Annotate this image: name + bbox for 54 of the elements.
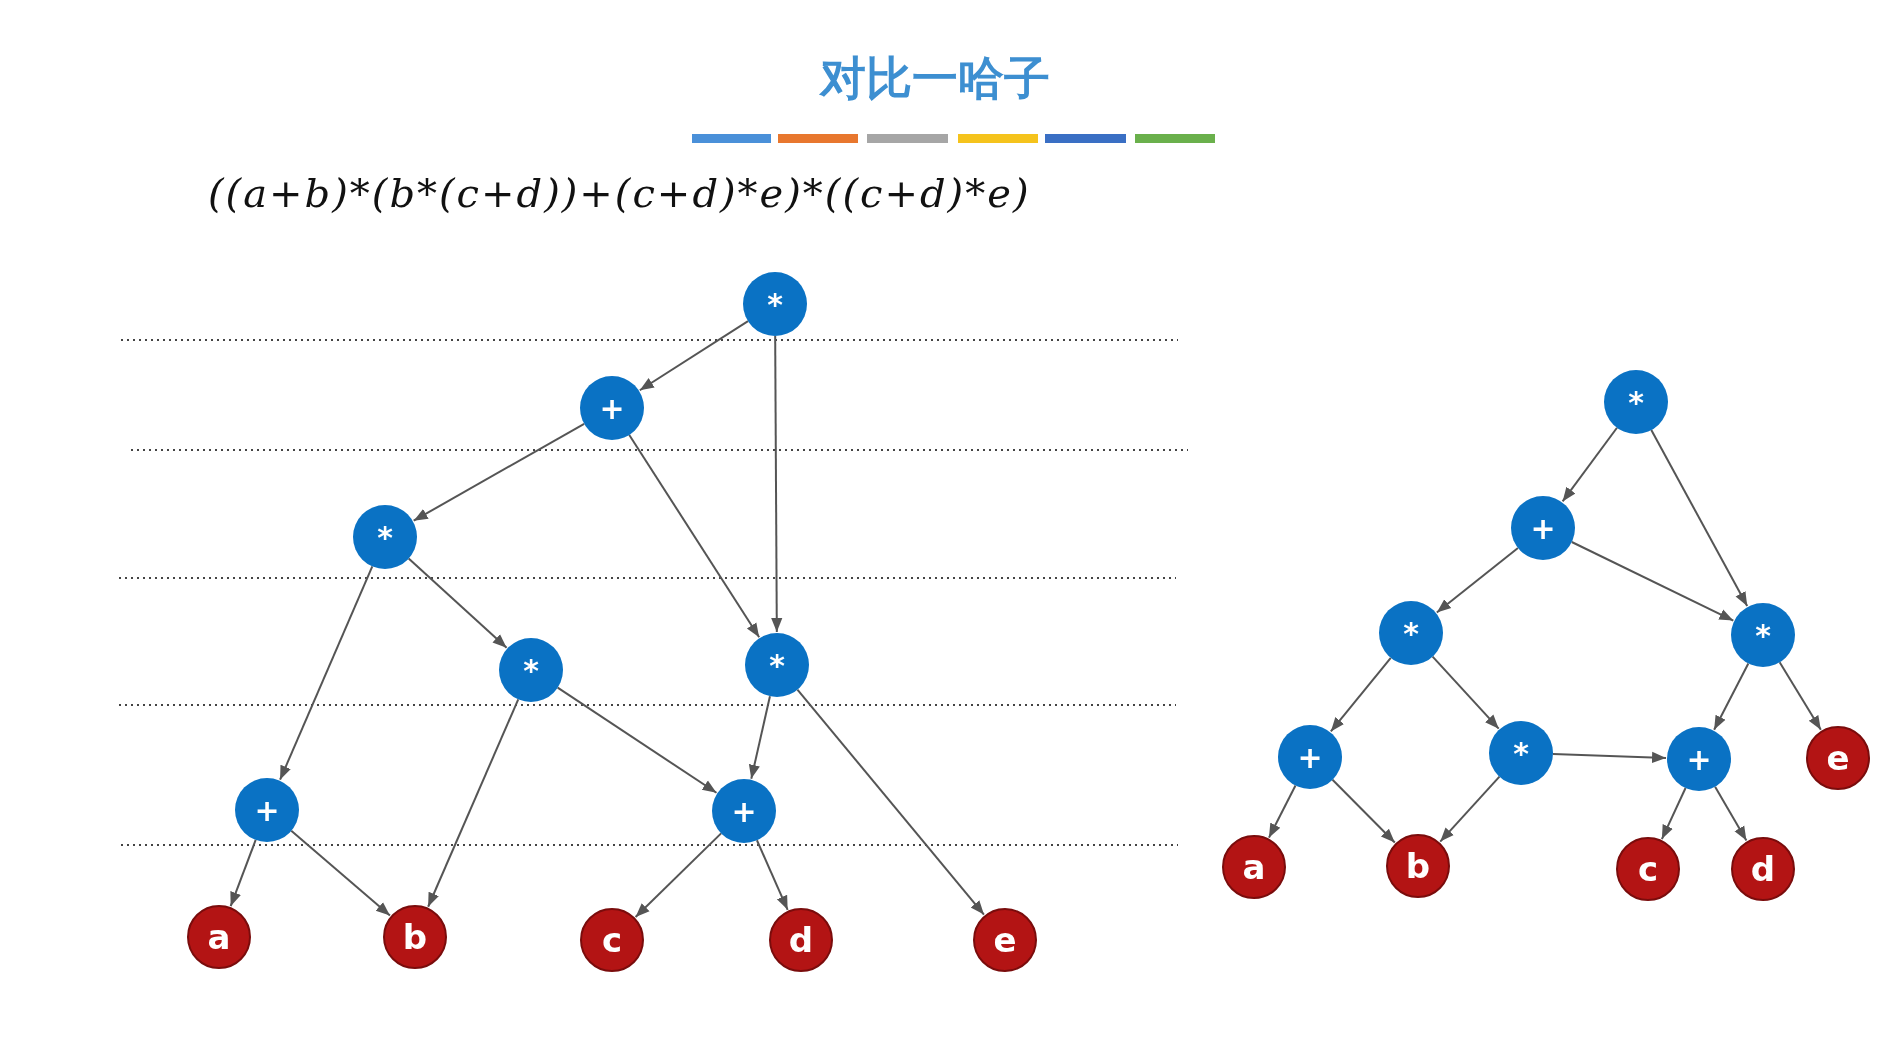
- arrow: [1660, 787, 1687, 841]
- arrow: [1331, 778, 1396, 844]
- arrow: [1435, 546, 1519, 614]
- arrow: [1714, 785, 1748, 842]
- operand-circle: c: [1616, 837, 1680, 901]
- arrow: [290, 829, 391, 917]
- arrow: [748, 695, 771, 780]
- arrow: [407, 557, 508, 649]
- arrow: [755, 839, 789, 911]
- arrow: [556, 686, 718, 794]
- operand-circle: a: [1222, 835, 1286, 899]
- arrow: [1267, 784, 1297, 839]
- operator-circle: +: [712, 779, 776, 843]
- operand-circle: e: [973, 908, 1037, 972]
- operator-circle: *: [1604, 370, 1668, 434]
- arrow: [1561, 426, 1618, 503]
- operator-circle: *: [1379, 601, 1443, 665]
- arrow: [1570, 541, 1735, 622]
- arrow: [634, 832, 723, 918]
- arrow: [427, 698, 520, 908]
- arrow: [1431, 655, 1500, 730]
- operand-circle: d: [1731, 837, 1795, 901]
- operator-circle: *: [353, 505, 417, 569]
- operand-circle: b: [1386, 834, 1450, 898]
- operand-circle: e: [1806, 726, 1870, 790]
- arrow: [628, 433, 761, 639]
- operator-circle: *: [1731, 603, 1795, 667]
- operand-circle: b: [383, 905, 447, 969]
- arrow: [1329, 656, 1392, 733]
- arrow: [1650, 429, 1749, 607]
- operator-circle: *: [743, 272, 807, 336]
- operand-circle: c: [580, 908, 644, 972]
- title: 对比一哈子: [820, 50, 1050, 107]
- operator-circle: +: [1667, 727, 1731, 791]
- operator-circle: *: [745, 633, 809, 697]
- operand-circle: a: [187, 905, 251, 969]
- operator-circle: +: [1278, 725, 1342, 789]
- arrow: [1713, 662, 1750, 731]
- arrow: [279, 565, 374, 781]
- formula: ((a+b)*(b*(c+d))+(c+d)*e)*((c+d)*e): [208, 170, 1031, 216]
- arrow: [796, 688, 985, 916]
- operand-circle: d: [769, 908, 833, 972]
- arrow: [1439, 775, 1501, 843]
- operator-circle: +: [1511, 496, 1575, 560]
- operator-circle: +: [580, 376, 644, 440]
- arrow: [229, 838, 257, 908]
- operator-circle: *: [1489, 721, 1553, 785]
- operator-circle: *: [499, 638, 563, 702]
- arrow: [1552, 751, 1667, 763]
- arrow: [638, 320, 749, 392]
- arrow: [771, 335, 783, 633]
- arrow: [412, 422, 586, 522]
- operator-circle: +: [235, 778, 299, 842]
- arrow: [1778, 661, 1822, 731]
